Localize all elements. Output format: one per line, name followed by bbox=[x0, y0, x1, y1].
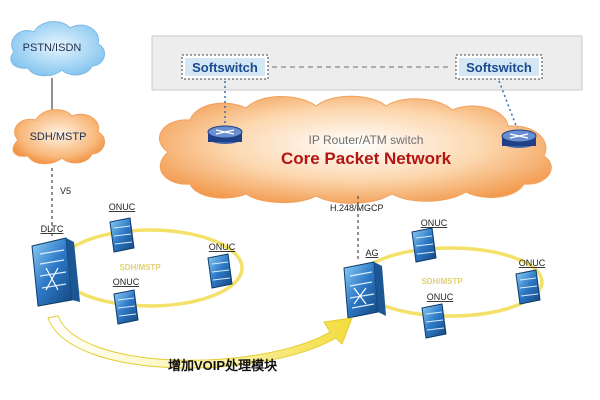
softswitch-left-label: Softswitch bbox=[192, 60, 258, 75]
softswitch-right-fill bbox=[459, 58, 539, 76]
pstn-label: PSTN/ISDN bbox=[23, 42, 82, 54]
onuc-right-top-icon bbox=[411, 227, 437, 263]
migration-arrow bbox=[47, 315, 353, 369]
ag-label: AG bbox=[365, 248, 378, 258]
annotation-label: 增加VOIP处理模块 bbox=[168, 358, 278, 373]
onuc-left-right-label: ONUC bbox=[209, 242, 236, 252]
onuc-right-bottom-label: ONUC bbox=[427, 292, 454, 302]
ag-device-icon bbox=[343, 261, 386, 319]
onuc-right-bottom-icon bbox=[421, 303, 447, 339]
onuc-right-top-label: ONUC bbox=[421, 218, 448, 228]
pstn-cloud bbox=[10, 21, 106, 77]
onuc-left-top-label: ONUC bbox=[109, 202, 136, 212]
onuc-right-right-label: ONUC bbox=[519, 258, 546, 268]
core-title: Core Packet Network bbox=[281, 149, 452, 168]
h248-label: H.248/MGCP bbox=[330, 203, 384, 213]
dltc-label: DLTC bbox=[41, 224, 64, 234]
ring-right-label: SDH/MSTP bbox=[421, 277, 463, 286]
core-subtitle: IP Router/ATM switch bbox=[309, 133, 424, 147]
v5-label: V5 bbox=[60, 186, 71, 196]
onuc-left-top-icon bbox=[109, 217, 135, 253]
sdh-cloud bbox=[12, 109, 106, 165]
onuc-right-right-icon bbox=[515, 269, 541, 305]
link-softswitch-router-right bbox=[498, 80, 518, 129]
softswitch-left-fill bbox=[185, 58, 265, 76]
router-right-icon bbox=[501, 129, 537, 148]
core-packet-network-cloud bbox=[158, 95, 552, 204]
ring-left-label: SDH/MSTP bbox=[119, 263, 161, 272]
onuc-left-right-icon bbox=[207, 253, 233, 289]
dltc-device-icon bbox=[31, 237, 80, 307]
onuc-left-bottom-label: ONUC bbox=[113, 277, 140, 287]
sdh-label: SDH/MSTP bbox=[30, 131, 87, 143]
router-left-icon bbox=[207, 125, 243, 144]
softswitch-right-label: Softswitch bbox=[466, 60, 532, 75]
onuc-left-bottom-icon bbox=[113, 289, 139, 325]
